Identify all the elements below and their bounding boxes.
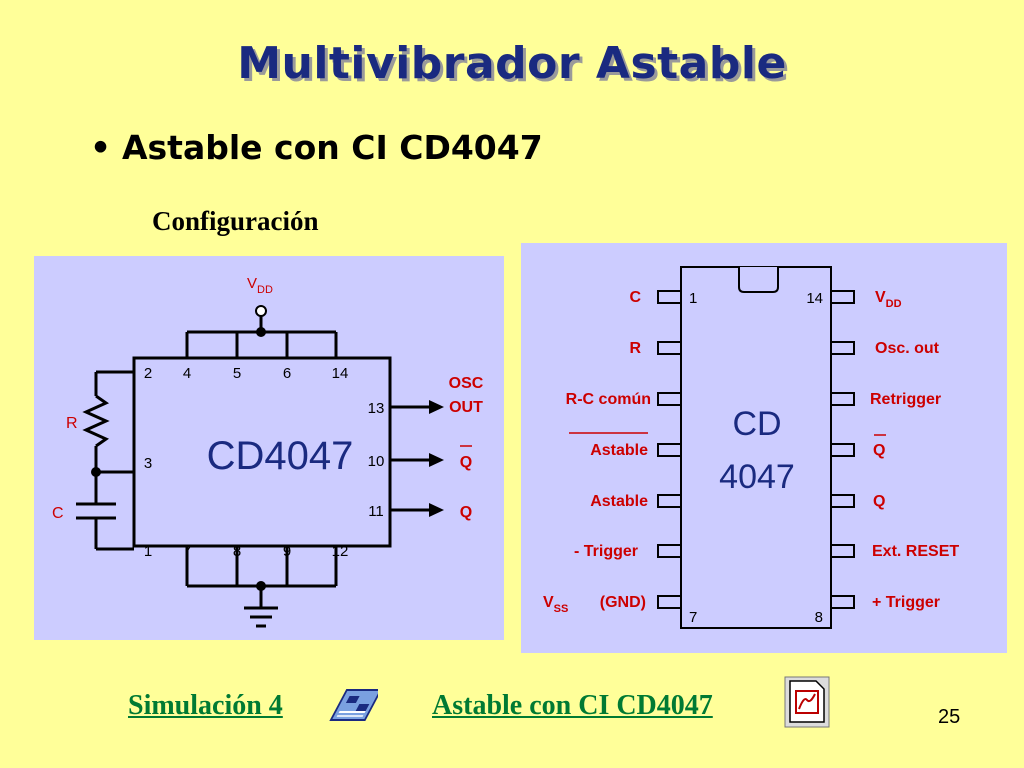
pdf-document-link[interactable]: Astable con CI CD4047 [432, 690, 713, 721]
ic-notch [738, 267, 779, 293]
junction-dot [256, 327, 266, 337]
pin-number: 10 [368, 453, 385, 470]
capacitor-label: C [52, 505, 64, 522]
pin-label: Astable [590, 493, 648, 510]
chip-name: 4047 [719, 458, 795, 496]
chip-name: CD [732, 405, 781, 443]
pin-number: 13 [368, 400, 385, 417]
pin-number: 4 [183, 365, 191, 382]
pin-number: 7 [689, 609, 697, 626]
vdd-terminal [255, 305, 267, 317]
pin-label: R-C común [566, 391, 651, 408]
pin-label: R [629, 340, 641, 357]
pdf-file-icon[interactable] [784, 676, 830, 728]
pin-number: 2 [144, 365, 152, 382]
pin-number: 6 [283, 365, 291, 382]
pin-label: C [629, 289, 641, 306]
pin-number: 1 [144, 543, 152, 560]
pin-number: 14 [332, 365, 349, 382]
pin-label: Astable [590, 442, 648, 459]
pin-number: 1 [689, 290, 697, 307]
junction-dot [91, 467, 101, 477]
pin-label: VDD [875, 289, 902, 310]
pin-label: Retrigger [870, 391, 941, 408]
pin-number: 11 [368, 503, 384, 520]
ic-body [132, 356, 392, 548]
vss-label: VSS [543, 594, 568, 615]
circuit-diagram: VDD CD4047 R C 2 4 5 6 14 1 7 8 9 12 3 1… [52, 275, 484, 628]
pin-label: - Trigger [574, 543, 638, 560]
resistor-label: R [66, 415, 78, 432]
circuit-board-icon[interactable] [326, 684, 378, 728]
pin-label: Ext. RESET [872, 543, 959, 560]
config-label: Configuración [152, 206, 319, 236]
bullet-marker: • [90, 128, 112, 167]
pin-number: 5 [233, 365, 241, 382]
simulation-link[interactable]: Simulación 4 [128, 690, 283, 721]
pin-number: 9 [283, 543, 291, 560]
pin-label: (GND) [600, 594, 646, 611]
page-number: 25 [938, 706, 961, 728]
pin-label: Q [873, 493, 885, 510]
pin-label: Osc. out [875, 340, 940, 357]
junction-dot [256, 581, 266, 591]
pin-label: + Trigger [872, 594, 940, 611]
pin-number: 8 [815, 609, 823, 626]
pinout-diagram-panel: CD 4047 1 14 7 8 C R R-C común Astable A… [521, 243, 1007, 653]
pin-number: 3 [144, 455, 152, 472]
osc-out-label: OUT [449, 399, 483, 416]
pinout-diagram: CD 4047 1 14 7 8 C R R-C común Astable A… [543, 266, 959, 629]
pin-number: 7 [183, 543, 191, 560]
ic-package [680, 266, 832, 629]
pin-number: 12 [332, 543, 349, 560]
bullet-text: Astable con CI CD4047 [122, 128, 543, 167]
pin-label: Q [873, 442, 885, 459]
q-bar-label: Q [460, 454, 472, 471]
vdd-label: VDD [247, 275, 273, 296]
pin-number: 8 [233, 543, 241, 560]
circuit-diagram-panel: VDD CD4047 R C 2 4 5 6 14 1 7 8 9 12 3 1… [34, 256, 504, 640]
osc-out-label: OSC [449, 375, 484, 392]
pin-number: 14 [806, 290, 823, 307]
chip-label: CD4047 [207, 434, 354, 478]
q-label: Q [460, 504, 472, 521]
bullet-item: • Astable con CI CD4047 [90, 128, 543, 167]
slide-title: Multivibrador Astable [237, 38, 787, 89]
